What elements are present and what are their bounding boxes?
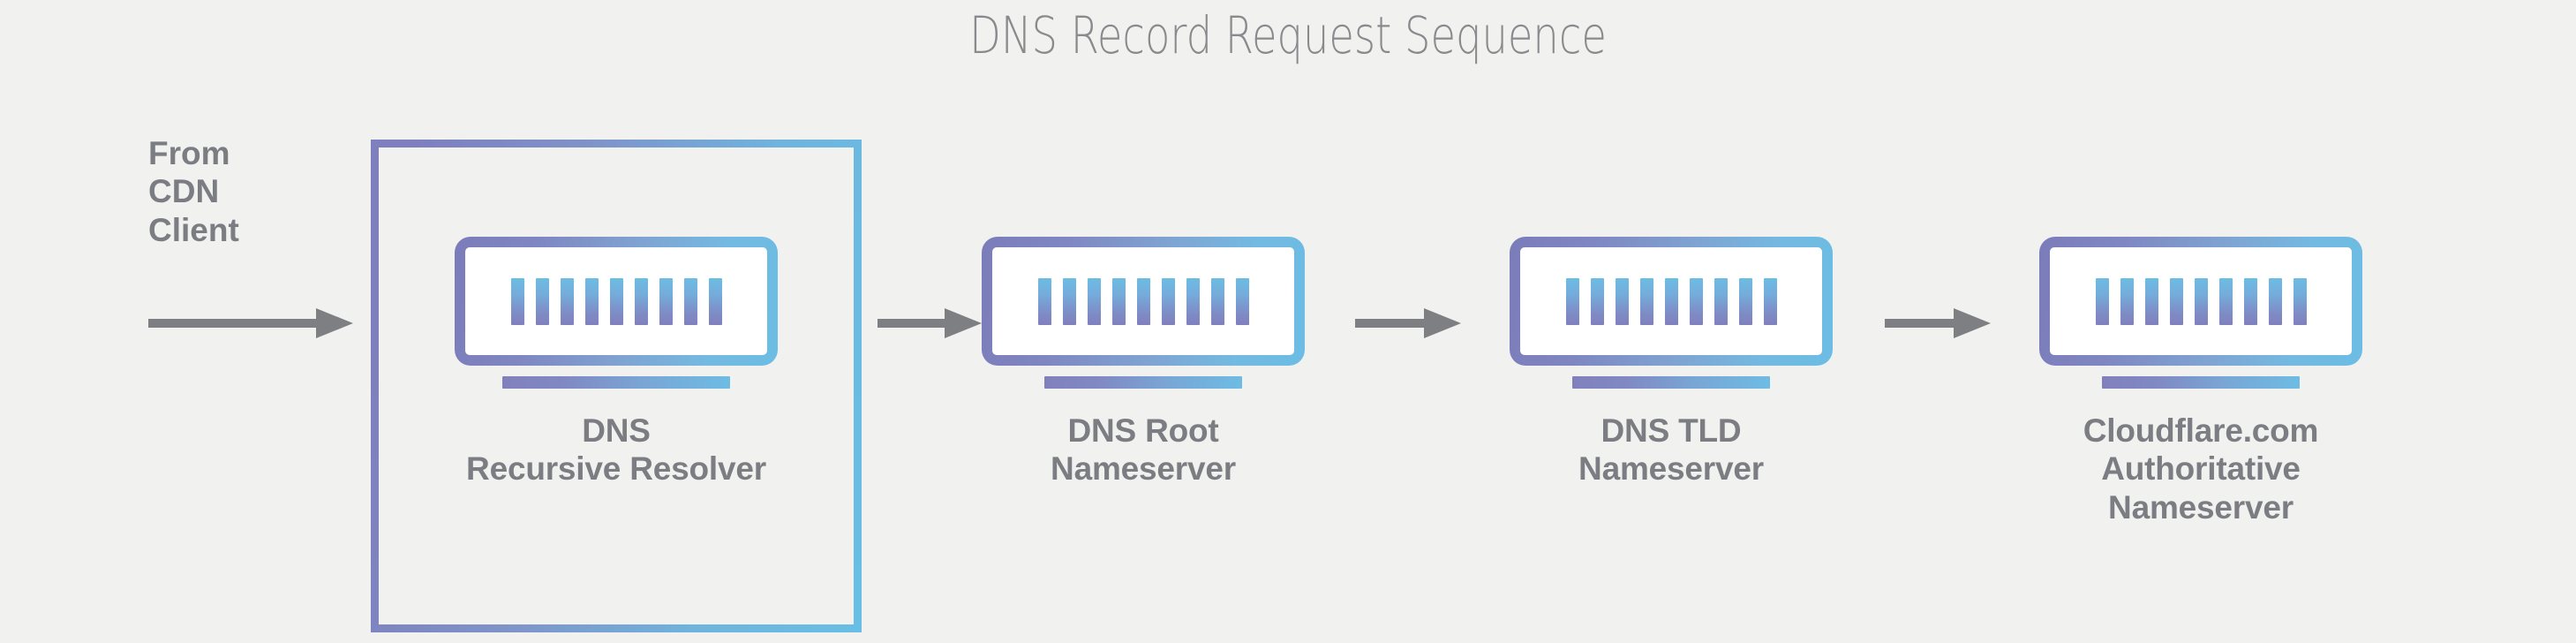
server-icon <box>982 237 1305 366</box>
server-slot-bar <box>1763 277 1777 325</box>
server-slot-bar <box>1136 277 1150 325</box>
server-slot-bar <box>1565 277 1579 325</box>
server-slot-bar <box>2268 277 2282 325</box>
node-dns-root-nameserver[interactable]: DNS Root Nameserver <box>982 237 1305 488</box>
server-icon <box>455 237 778 366</box>
server-icon <box>2039 237 2362 366</box>
server-slot-bar <box>609 277 623 325</box>
node-label: Cloudflare.com Authoritative Nameserver <box>2083 412 2319 526</box>
node-dns-tld-nameserver[interactable]: DNS TLD Nameserver <box>1510 237 1833 488</box>
server-slot-bar <box>1639 277 1653 325</box>
server-base-bar <box>1572 376 1770 389</box>
server-slot-bar <box>634 277 648 325</box>
client-to-resolver-arrow <box>148 304 353 343</box>
server-slot-bar <box>1615 277 1629 325</box>
server-slot-bar <box>1738 277 1752 325</box>
server-base-bar <box>2102 376 2300 389</box>
server-slot-bar <box>535 277 549 325</box>
server-slot-bar <box>510 277 524 325</box>
server-slot-bar <box>584 277 599 325</box>
server-slot-bar <box>659 277 673 325</box>
server-slot-bar <box>2243 277 2257 325</box>
server-base-bar <box>1044 376 1242 389</box>
node-label: DNS TLD Nameserver <box>1578 412 1764 488</box>
server-slot-bar <box>1235 277 1249 325</box>
server-base-bar <box>502 376 730 389</box>
server-slot-bar <box>2144 277 2158 325</box>
server-slot-bar <box>560 277 574 325</box>
server-slot-bar <box>1037 277 1051 325</box>
server-slot-bar <box>1664 277 1678 325</box>
page-title: DNS Record Request Sequence <box>969 5 1607 65</box>
server-slot-bar <box>1111 277 1126 325</box>
server-slot-bar <box>1186 277 1200 325</box>
server-slot-bar <box>2120 277 2134 325</box>
server-face <box>992 247 1294 355</box>
server-slot-bar <box>708 277 722 325</box>
server-slot-bar <box>2218 277 2233 325</box>
resolver-to-root-arrow <box>877 304 982 343</box>
server-slot-bar <box>2169 277 2183 325</box>
tld-to-authoritative-arrow <box>1885 304 1991 343</box>
server-slot-bar <box>1087 277 1101 325</box>
server-slot-bar <box>1161 277 1175 325</box>
server-face <box>1520 247 1822 355</box>
server-slot-bar <box>1714 277 1728 325</box>
node-label: DNS Root Nameserver <box>1051 412 1236 488</box>
server-slot-bar <box>2095 277 2109 325</box>
server-slot-bar <box>1062 277 1076 325</box>
server-face <box>465 247 767 355</box>
root-to-tld-arrow <box>1355 304 1461 343</box>
server-slot-bar <box>1590 277 1604 325</box>
server-slot-bar <box>2194 277 2208 325</box>
server-slot-bar <box>1689 277 1703 325</box>
server-slot-bar <box>2293 277 2307 325</box>
server-slot-bar <box>1210 277 1224 325</box>
node-dns-recursive-resolver[interactable]: DNS Recursive Resolver <box>380 237 853 488</box>
node-label: DNS Recursive Resolver <box>466 412 766 488</box>
server-icon <box>1510 237 1833 366</box>
server-face <box>2050 247 2352 355</box>
node-cloudflare-authoritative-nameserver[interactable]: Cloudflare.com Authoritative Nameserver <box>2039 237 2362 526</box>
cdn-client-label: From CDN Client <box>148 135 239 248</box>
server-slot-bar <box>683 277 697 325</box>
